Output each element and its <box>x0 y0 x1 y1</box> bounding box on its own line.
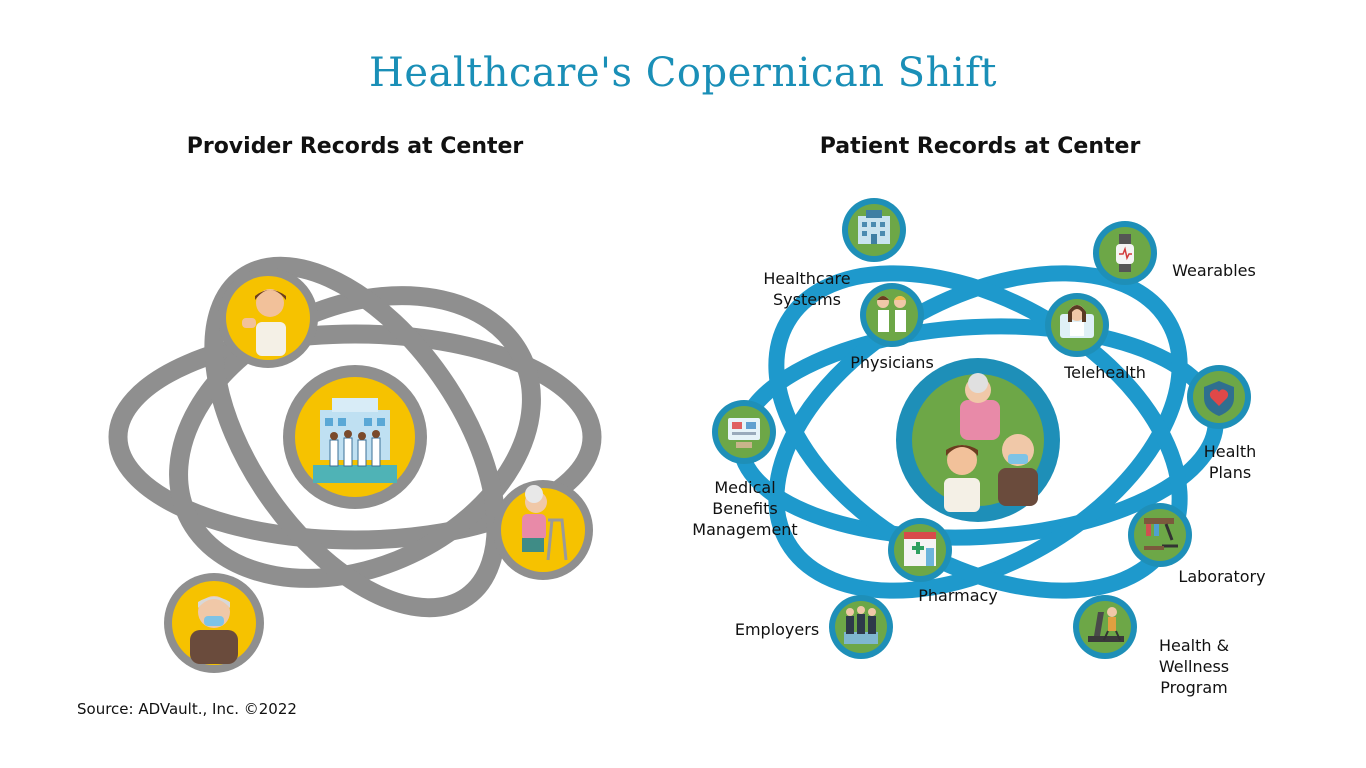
left-satellite-boy <box>218 268 318 368</box>
grandmother-walker-icon <box>522 485 568 561</box>
node-telehealth <box>1045 293 1109 357</box>
left-satellite-grandfather <box>164 573 264 673</box>
left-atom <box>108 256 602 673</box>
node-wearables <box>1093 221 1157 285</box>
node-medical-benefits <box>712 400 776 464</box>
right-atom <box>712 198 1251 659</box>
label-physicians: Physicians <box>850 353 934 372</box>
hospital-building-icon <box>858 210 890 244</box>
microscope-icon <box>1144 518 1178 550</box>
hospital-with-doctors-icon <box>313 398 397 483</box>
benefits-forms-icon <box>728 418 760 448</box>
boy-patient-icon <box>242 289 286 356</box>
right-panel-heading: Patient Records at Center <box>819 134 1141 159</box>
label-employers: Employers <box>734 620 820 639</box>
node-laboratory <box>1128 503 1192 567</box>
node-health-plans <box>1187 365 1251 429</box>
office-workers-icon <box>844 606 878 644</box>
node-pharmacy <box>888 518 952 582</box>
label-telehealth: Telehealth <box>1064 363 1146 382</box>
fitness-icon <box>1088 607 1124 642</box>
label-laboratory: Laboratory <box>1178 567 1266 586</box>
pharmacy-store-icon <box>904 532 936 566</box>
node-employers <box>829 595 893 659</box>
node-physicians <box>860 283 924 347</box>
shield-heart-icon <box>1204 381 1234 416</box>
left-satellite-grandmother <box>493 480 593 580</box>
label-pharmacy: Pharmacy <box>918 586 998 605</box>
patients-family-icon <box>944 373 1038 512</box>
page-title: Healthcare's Copernican Shift <box>368 50 997 96</box>
left-center-node <box>283 365 427 509</box>
source-credit: Source: ADVault., Inc. ©2022 <box>77 700 297 718</box>
doctors-icon <box>877 296 906 332</box>
label-wearables: Wearables <box>1172 261 1256 280</box>
grandfather-mask-icon <box>190 596 238 664</box>
left-panel-heading: Provider Records at Center <box>186 134 524 159</box>
video-doctor-icon <box>1060 305 1094 338</box>
left-orbit-horizontal <box>108 324 602 550</box>
right-center-node <box>896 358 1060 522</box>
smartwatch-icon <box>1116 234 1134 272</box>
node-health-wellness <box>1073 595 1137 659</box>
node-healthcare-systems <box>842 198 906 262</box>
